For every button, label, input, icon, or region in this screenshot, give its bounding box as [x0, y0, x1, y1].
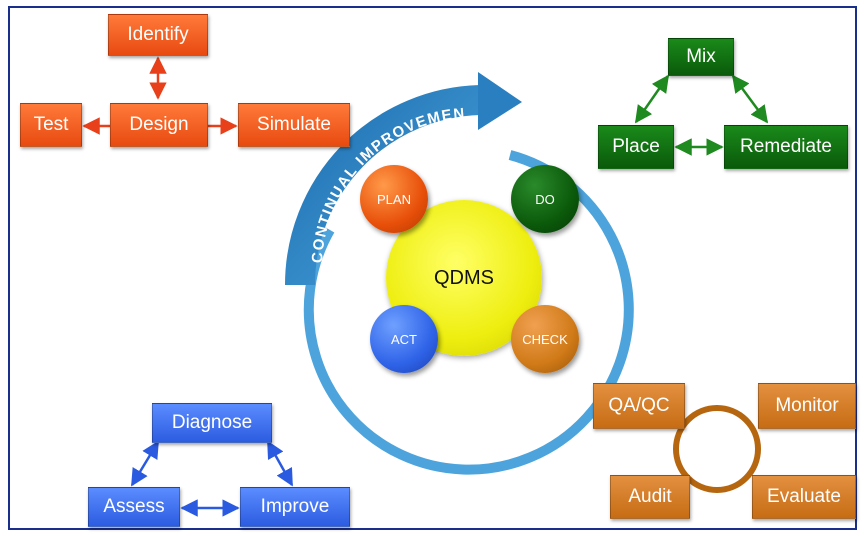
diagnose-label: Diagnose	[171, 412, 253, 433]
do-label: DO	[535, 191, 555, 207]
test-label: Test	[33, 114, 69, 135]
check-circle: CHECK	[511, 305, 579, 373]
design-box: Design	[110, 103, 208, 147]
continual-improvement-arc	[285, 85, 481, 286]
monitor-label: Monitor	[775, 395, 839, 416]
diagnose-box: Diagnose	[152, 403, 272, 443]
act-label: ACT	[391, 331, 417, 347]
do-circle: DO	[511, 165, 579, 233]
plan-circle: PLAN	[360, 165, 428, 233]
simulate-label: Simulate	[257, 114, 331, 135]
audit-label: Audit	[628, 486, 672, 507]
place-label: Place	[612, 136, 660, 157]
improve-box: Improve	[240, 487, 350, 527]
identify-box: Identify	[108, 14, 208, 56]
act-circle: ACT	[370, 305, 438, 373]
mix-box: Mix	[668, 38, 734, 76]
monitor-box: Monitor	[758, 383, 856, 429]
arrow-diagnose-assess	[130, 440, 160, 487]
arrow-diagnose-improve	[266, 440, 294, 487]
evaluate-label: Evaluate	[767, 486, 841, 507]
remediate-box: Remediate	[724, 125, 848, 169]
continual-improvement-ring	[303, 150, 634, 475]
design-label: Design	[129, 114, 189, 135]
continual-improvement-arrowhead	[478, 72, 522, 130]
plan-label: PLAN	[377, 191, 411, 207]
arrow-mix-place	[634, 74, 670, 124]
audit-box: Audit	[610, 475, 690, 519]
place-box: Place	[598, 125, 674, 169]
identify-label: Identify	[127, 24, 189, 45]
simulate-box: Simulate	[238, 103, 350, 147]
assess-label: Assess	[103, 496, 165, 517]
qaqc-label: QA/QC	[608, 395, 670, 416]
evaluate-box: Evaluate	[752, 475, 856, 519]
mix-label: Mix	[686, 46, 716, 67]
test-box: Test	[20, 103, 82, 147]
assess-box: Assess	[88, 487, 180, 527]
remediate-label: Remediate	[740, 136, 832, 157]
check-label: CHECK	[522, 331, 568, 347]
qaqc-box: QA/QC	[593, 383, 685, 429]
improve-label: Improve	[260, 496, 330, 517]
qdms-label: QDMS	[434, 266, 494, 289]
qa-ring	[673, 405, 761, 493]
arrow-mix-remediate	[731, 74, 769, 124]
